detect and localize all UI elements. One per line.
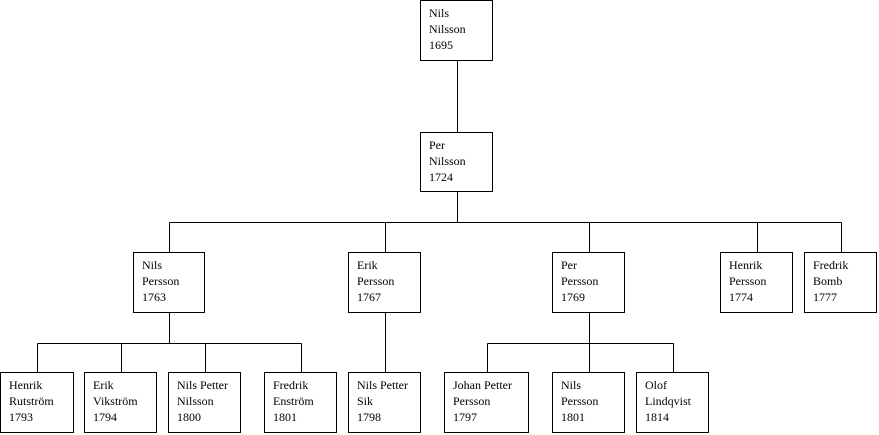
person-name-line: Fredrik (813, 258, 849, 272)
person-name-line: Henrik (9, 378, 43, 392)
node-per-nilsson: Per Nilsson 1724 (420, 132, 493, 192)
node-fredrik-bomb: Fredrik Bomb 1777 (804, 252, 877, 313)
person-year: 1793 (9, 410, 33, 424)
person-year: 1774 (729, 290, 753, 304)
person-name-line: Erik (93, 378, 114, 392)
person-name-line: Nils Petter (177, 378, 228, 392)
person-name-line: Nils (142, 258, 163, 272)
node-fredrik-enstrom: Fredrik Enström 1801 (264, 372, 337, 433)
person-year: 1800 (177, 410, 201, 424)
node-nils-petter-nilsson: Nils Petter Nilsson 1800 (168, 372, 241, 433)
person-name-line: Nilsson (429, 154, 466, 168)
node-erik-persson: Erik Persson 1767 (348, 252, 421, 313)
person-name-line: Persson (561, 274, 599, 288)
person-name-line: Fredrik (273, 378, 309, 392)
person-name-line: Bomb (813, 274, 843, 288)
person-name-line: Nils Petter (357, 378, 408, 392)
node-nils-persson-1763: Nils Persson 1763 (133, 252, 205, 313)
person-name-line: Nils (561, 378, 582, 392)
person-name-line: Sik (357, 394, 374, 408)
person-year: 1767 (357, 290, 381, 304)
person-name-line: Persson (357, 274, 395, 288)
person-year: 1801 (273, 410, 297, 424)
person-year: 1777 (813, 290, 837, 304)
node-nils-petter-sik: Nils Petter Sik 1798 (348, 372, 421, 433)
person-name-line: Henrik (729, 258, 763, 272)
person-year: 1801 (561, 410, 585, 424)
person-year: 1695 (429, 38, 453, 52)
person-name-line: Persson (142, 274, 180, 288)
person-year: 1769 (561, 290, 585, 304)
node-nils-persson-1801: Nils Persson 1801 (552, 372, 625, 433)
person-year: 1724 (429, 170, 453, 184)
person-name-line: Lindqvist (645, 394, 692, 408)
person-year: 1798 (357, 410, 381, 424)
person-name-line: Per (561, 258, 577, 272)
person-name-line: Persson (453, 394, 491, 408)
node-nils-nilsson: Nils Nilsson 1695 (420, 0, 493, 61)
person-name-line: Erik (357, 258, 378, 272)
person-year: 1763 (142, 290, 166, 304)
person-name-line: Rutström (9, 394, 54, 408)
node-per-persson: Per Persson 1769 (552, 252, 625, 313)
person-name-line: Johan Petter (453, 378, 512, 392)
person-name-line: Persson (729, 274, 767, 288)
person-name-line: Enström (273, 394, 314, 408)
person-name-line: Nilsson (177, 394, 214, 408)
node-olof-lindqvist: Olof Lindqvist 1814 (636, 372, 709, 433)
person-name-line: Per (429, 138, 445, 152)
person-year: 1794 (93, 410, 117, 424)
node-erik-vikstrom: Erik Vikström 1794 (84, 372, 157, 433)
person-year: 1797 (453, 410, 477, 424)
person-name-line: Persson (561, 394, 599, 408)
person-year: 1814 (645, 410, 669, 424)
node-johan-petter-persson: Johan Petter Persson 1797 (444, 372, 529, 433)
person-name-line: Nils (429, 6, 450, 20)
node-henrik-rutstrom: Henrik Rutström 1793 (0, 372, 74, 433)
person-name-line: Vikström (93, 394, 138, 408)
node-henrik-persson: Henrik Persson 1774 (720, 252, 793, 313)
person-name-line: Nilsson (429, 22, 466, 36)
person-name-line: Olof (645, 378, 667, 392)
